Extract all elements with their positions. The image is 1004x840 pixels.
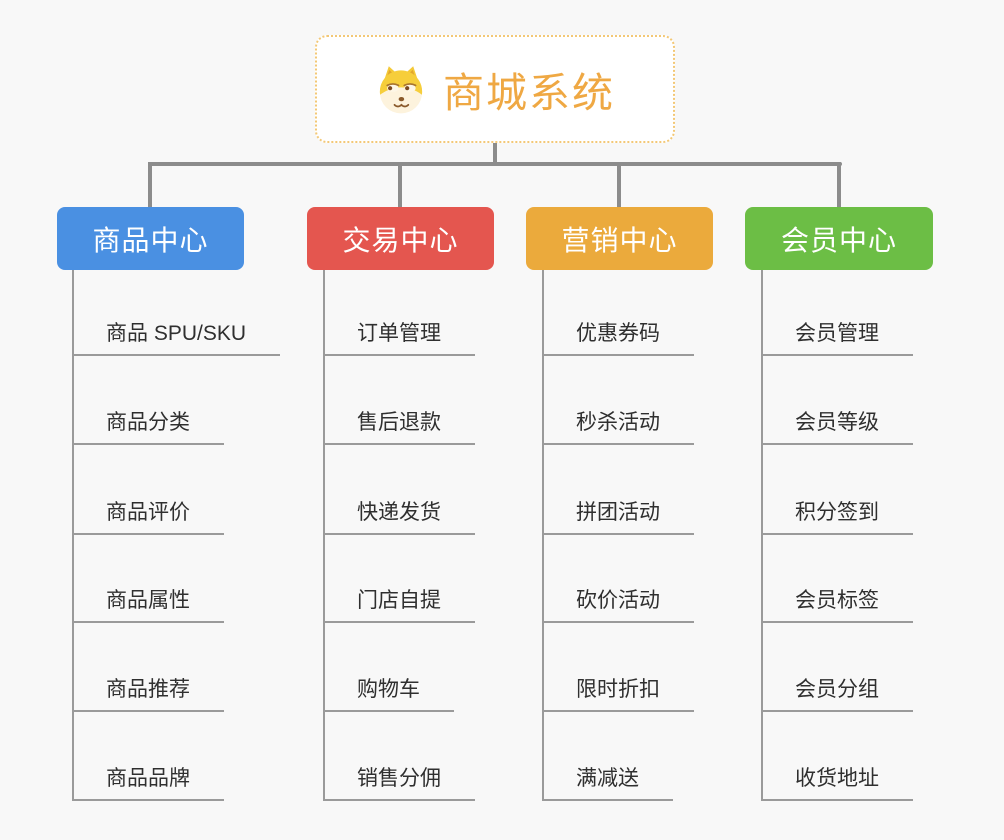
leaf-node[interactable]: 会员管理 xyxy=(761,319,913,356)
connector-drop-product xyxy=(148,162,152,208)
leaf-node[interactable]: 门店自提 xyxy=(323,586,475,623)
branch-header-member-center[interactable]: 会员中心 xyxy=(745,207,933,270)
branch-vline xyxy=(542,270,544,801)
leaf-node[interactable]: 售后退款 xyxy=(323,408,475,445)
connector-drop-trade xyxy=(398,162,402,208)
leaf-node[interactable]: 拼团活动 xyxy=(542,498,694,535)
leaf-node[interactable]: 商品评价 xyxy=(72,498,224,535)
leaf-node[interactable]: 满减送 xyxy=(542,764,673,801)
branch-vline xyxy=(323,270,325,801)
doge-icon xyxy=(375,63,427,115)
connector-bus xyxy=(148,162,842,166)
leaf-node[interactable]: 销售分佣 xyxy=(323,764,475,801)
connector-drop-member xyxy=(837,162,841,208)
branch-header-marketing-center[interactable]: 营销中心 xyxy=(526,207,713,270)
leaf-node[interactable]: 商品推荐 xyxy=(72,675,224,712)
leaf-node[interactable]: 限时折扣 xyxy=(542,675,694,712)
leaf-node[interactable]: 积分签到 xyxy=(761,498,913,535)
branch-vline xyxy=(72,270,74,801)
connector-drop-marketing xyxy=(617,162,621,208)
root-title: 商城系统 xyxy=(443,70,615,116)
leaf-node[interactable]: 商品品牌 xyxy=(72,764,224,801)
leaf-node[interactable]: 商品分类 xyxy=(72,408,224,445)
leaf-node[interactable]: 快递发货 xyxy=(323,498,475,535)
leaf-node[interactable]: 会员等级 xyxy=(761,408,913,445)
branch-vline xyxy=(761,270,763,801)
branch-header-product-center[interactable]: 商品中心 xyxy=(57,207,244,270)
leaf-node[interactable]: 商品属性 xyxy=(72,586,224,623)
branch-header-trade-center[interactable]: 交易中心 xyxy=(307,207,494,270)
leaf-node[interactable]: 会员标签 xyxy=(761,586,913,623)
leaf-node[interactable]: 会员分组 xyxy=(761,675,913,712)
leaf-node[interactable]: 优惠券码 xyxy=(542,319,694,356)
root-node[interactable]: 商城系统 xyxy=(315,35,675,143)
leaf-node[interactable]: 收货地址 xyxy=(761,764,913,801)
leaf-node[interactable]: 砍价活动 xyxy=(542,586,694,623)
connector-root-drop xyxy=(493,143,497,166)
leaf-node[interactable]: 购物车 xyxy=(323,675,454,712)
leaf-node[interactable]: 订单管理 xyxy=(323,319,475,356)
leaf-node[interactable]: 商品 SPU/SKU xyxy=(72,319,281,356)
leaf-node[interactable]: 秒杀活动 xyxy=(542,408,694,445)
